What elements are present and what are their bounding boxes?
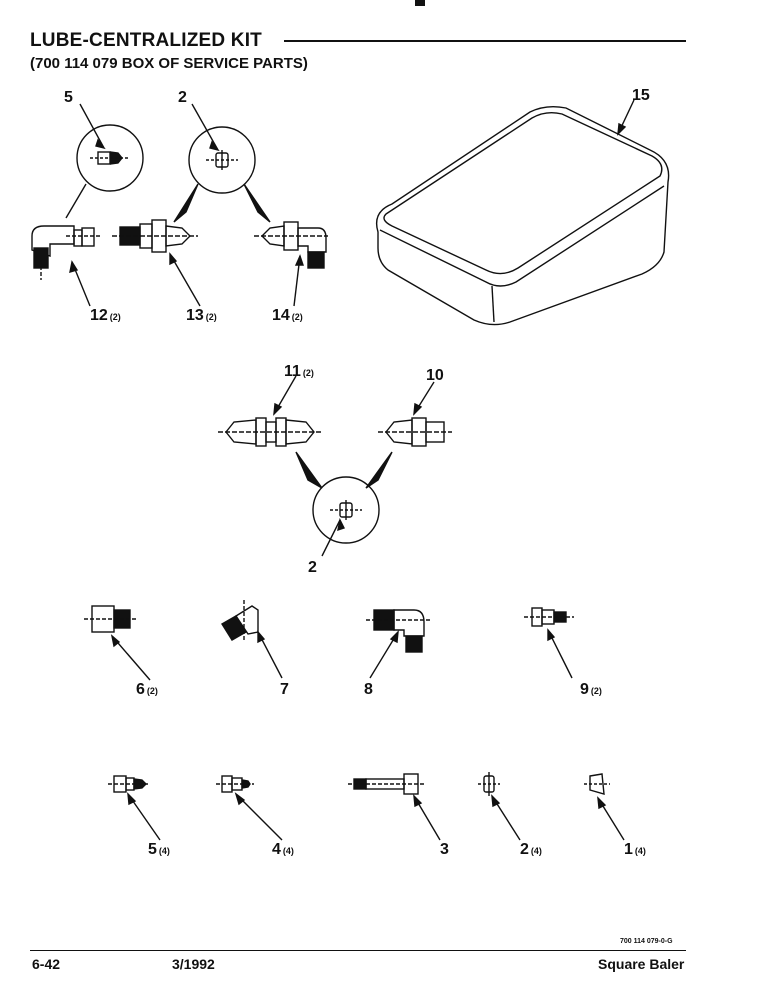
part-6-connector — [84, 605, 138, 633]
part-14-elbow — [254, 221, 328, 269]
callout-label: 14(2) — [272, 307, 303, 324]
part-5-fitting — [108, 775, 150, 793]
footer-rule — [30, 950, 686, 951]
title-rule — [284, 40, 686, 42]
part-4-fitting — [216, 775, 254, 793]
page-title: LUBE-CENTRALIZED KIT — [30, 30, 262, 51]
part-2-sleeve — [478, 772, 500, 796]
drawing-code: 700 114 079-0-G — [620, 938, 673, 945]
callout-label: 8 — [364, 681, 373, 698]
part-9-connector — [524, 607, 574, 627]
callout-label: 15 — [632, 87, 650, 104]
callout-label: 13(2) — [186, 307, 217, 324]
leader-4 — [235, 793, 283, 841]
detail-circle-2-top — [173, 126, 271, 223]
part-12-elbow — [31, 225, 100, 280]
leader-2-middle — [321, 519, 341, 557]
callout-label: 2 — [178, 89, 187, 106]
callout-label: 10 — [426, 367, 444, 384]
callout-label: 5(4) — [148, 841, 170, 858]
detail-circle-5 — [65, 124, 144, 219]
part-11-union — [218, 417, 323, 489]
part-8-elbow — [366, 609, 430, 653]
part-13-union — [112, 219, 198, 253]
callout-label: 6(2) — [136, 681, 158, 698]
callout-label: 5 — [64, 89, 73, 106]
callout-label: 2 — [308, 559, 317, 576]
page-number: 6-42 — [32, 956, 61, 972]
callout-label: 3 — [440, 841, 449, 858]
revision-date: 3/1992 — [172, 956, 215, 972]
page-subtitle: (700 114 079 BOX OF SERVICE PARTS) — [30, 55, 308, 72]
part-7-elbow-45 — [221, 600, 259, 641]
part-10-connector — [365, 417, 452, 489]
callout-label: 1(4) — [624, 841, 646, 858]
leader-13 — [169, 253, 201, 307]
callout-label: 7 — [280, 681, 289, 698]
part-3-tube — [348, 773, 424, 795]
leader-5-top — [79, 103, 105, 149]
part-15-box — [375, 105, 670, 326]
callout-label: 12(2) — [90, 307, 121, 324]
callout-label: 4(4) — [272, 841, 294, 858]
part-1-nut — [584, 773, 610, 795]
top-edge-mark — [415, 0, 425, 6]
callout-label: 11(2) — [284, 363, 314, 380]
callout-label: 2(4) — [520, 841, 542, 858]
model-name: Square Baler — [598, 956, 685, 972]
detail-circle-2-middle — [312, 476, 380, 544]
callout-label: 9(2) — [580, 681, 602, 698]
leader-2-top — [191, 103, 219, 151]
